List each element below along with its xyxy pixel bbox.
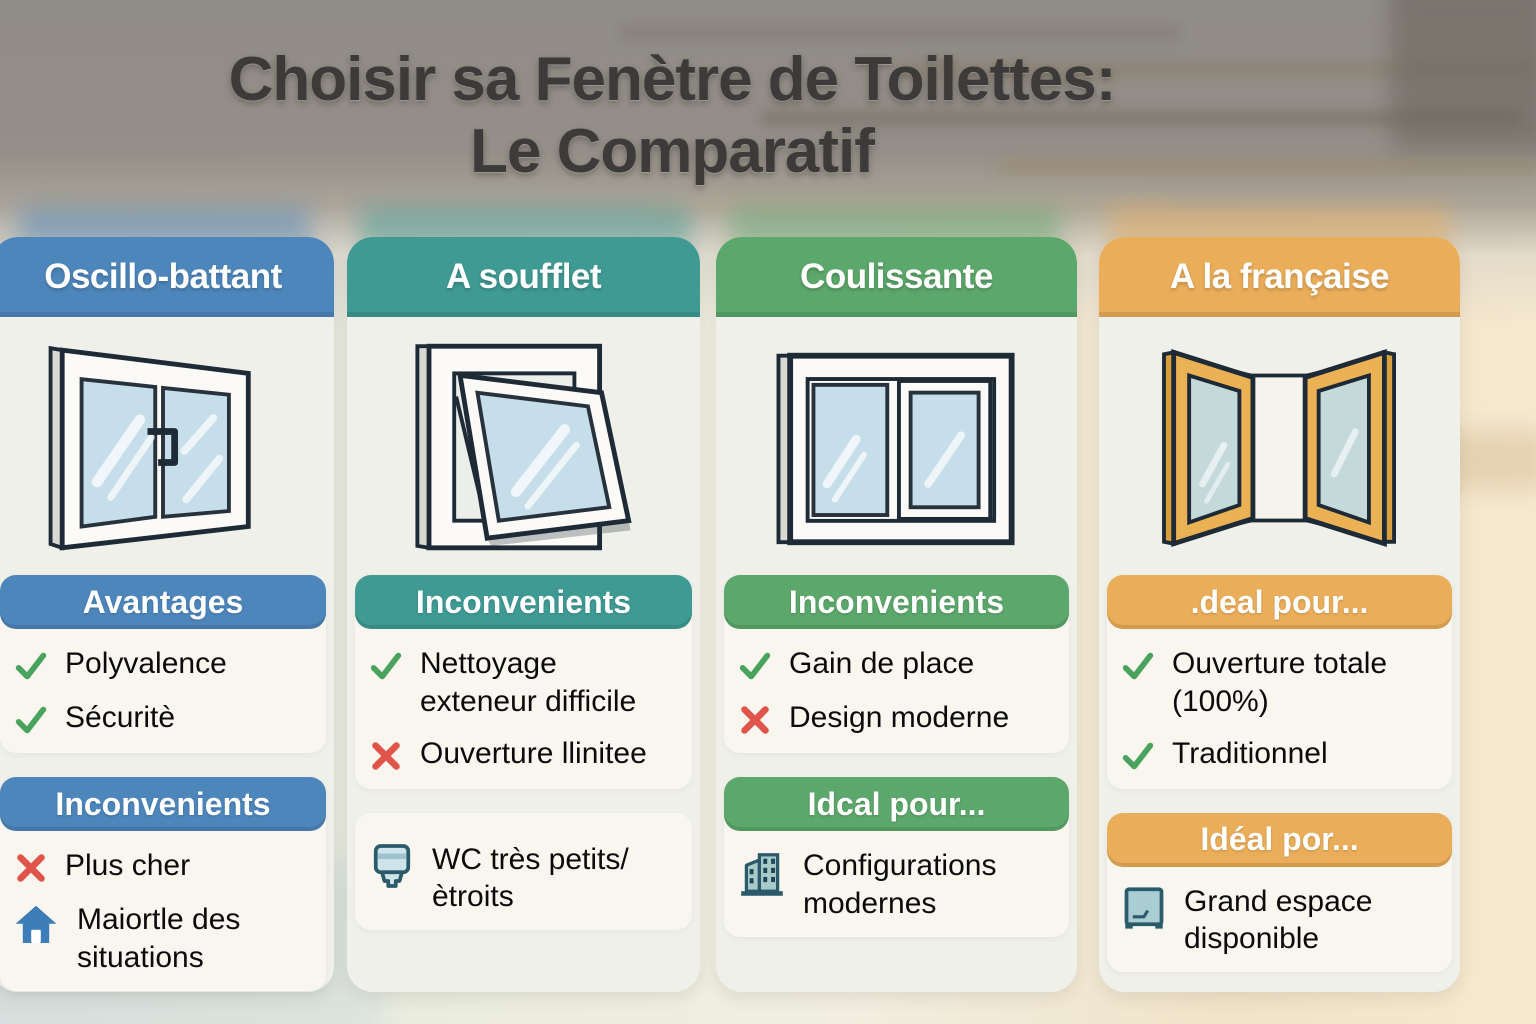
section-heading: Inconvenients — [724, 575, 1069, 629]
check-icon — [12, 647, 50, 685]
item-text: Design moderne — [789, 701, 1010, 734]
section-heading: Inconvenients — [355, 575, 692, 629]
ideal-for-panel: Idcal pour... Configurations modernes — [724, 777, 1069, 937]
background-blob — [1390, 0, 1536, 150]
cross-icon — [367, 737, 405, 775]
item-text: Grand espace disponible — [1184, 884, 1373, 956]
check-icon — [736, 647, 774, 685]
section-heading: Inconvenients — [0, 777, 326, 831]
page-title-line1: Choisir sa Fenètre de Toilettes: — [228, 45, 1117, 114]
item-text: Configurations modernes — [803, 849, 997, 920]
cross-icon — [12, 849, 50, 887]
column-title: Oscillo-battant — [44, 257, 282, 296]
list-item: Configurations modernes — [724, 835, 1069, 925]
column-header: Oscillo-battant — [0, 237, 334, 317]
item-text: Plus cher — [65, 849, 191, 882]
background-streak — [900, 60, 1536, 78]
list-item: Polyvalence — [0, 633, 326, 687]
disadvantages-panel: Inconvenients Plus cher Maiortle des sit… — [0, 777, 326, 991]
list-item: Ouverture llinitee — [355, 723, 692, 777]
column-title: A soufflet — [445, 257, 602, 296]
section-heading: .deal pour... — [1107, 575, 1452, 629]
column-title: A la française — [1169, 257, 1390, 296]
item-text: Nettoyage exteneur difficile — [420, 647, 637, 718]
list-item: WC très petits/ètroits — [355, 829, 692, 919]
background-streak — [760, 110, 1520, 126]
section-heading: Idéal por... — [1107, 812, 1452, 867]
awning-window-illustration — [353, 329, 694, 567]
item-text: Gain de place — [789, 647, 975, 680]
item-text: Traditionnel — [1172, 736, 1328, 770]
check-icon — [1119, 647, 1157, 685]
column-card-oscillo-battant: Oscillo-battant Avantages Polyvalen — [0, 237, 334, 992]
cross-icon — [736, 701, 774, 739]
ideal-for-panel-2: Idéal por... Grand espace disponible — [1107, 812, 1452, 973]
section-heading: Idcal pour... — [724, 777, 1069, 831]
ideal-for-panel: .deal pour... Ouverture totale (100%) Tr… — [1107, 575, 1452, 789]
sliding-window-svg — [776, 352, 1015, 546]
advantages-panel: Avantages Polyvalence Sécuritè — [0, 575, 326, 753]
tilt-turn-window-svg — [48, 345, 251, 551]
column-title: Coulissante — [800, 257, 993, 296]
list-item: Sécuritè — [0, 687, 326, 741]
disadvantages-panel: Inconvenients Gain de place Design moder… — [724, 575, 1069, 753]
column-card-coulissante: Coulissante Inconvenients Gain de p — [716, 237, 1077, 992]
ideal-for-panel: WC très petits/ètroits — [355, 812, 692, 931]
item-text: Ouverture totale (100%) — [1172, 647, 1388, 718]
list-item: Plus cher — [0, 835, 326, 889]
disadvantages-panel: Inconvenients Nettoyage exteneur diffici… — [355, 575, 692, 789]
list-item: Gain de place — [724, 633, 1069, 687]
awning-window-svg — [414, 343, 632, 551]
background-streak — [620, 25, 1180, 41]
house-icon — [12, 901, 62, 951]
french-window-svg — [1161, 348, 1396, 548]
sliding-window-illustration — [722, 329, 1071, 567]
column-header: A soufflet — [347, 237, 700, 317]
check-icon — [367, 647, 405, 685]
window-icon — [1119, 883, 1169, 933]
item-text: Ouverture llinitee — [420, 736, 647, 770]
building-icon — [736, 847, 788, 897]
item-text: Polyvalence — [65, 647, 227, 680]
list-item: Design moderne — [724, 687, 1069, 741]
toilet-icon — [367, 841, 417, 891]
item-text: WC très petits/ètroits — [432, 842, 629, 914]
page-title-line2: Le Comparatif — [470, 117, 875, 186]
column-header: Coulissante — [716, 237, 1077, 317]
french-window-illustration — [1105, 329, 1454, 567]
list-item: Maiortle des situations — [0, 889, 326, 979]
list-item: Grand espace disponible — [1107, 871, 1452, 961]
check-icon — [1119, 737, 1157, 775]
check-icon — [12, 701, 50, 739]
item-text: Maiortle des situations — [77, 903, 241, 974]
section-heading: Avantages — [0, 575, 326, 629]
background-streak — [1000, 160, 1536, 174]
item-text: Sécuritè — [65, 701, 176, 734]
list-item: Nettoyage exteneur difficile — [355, 633, 692, 723]
tilt-turn-window-illustration — [0, 329, 328, 567]
column-header: A la française — [1099, 237, 1460, 317]
list-item: Traditionnel — [1107, 723, 1452, 777]
page-title: Choisir sa Fenètre de Toilettes: Le Comp… — [0, 44, 1344, 188]
column-card-a-soufflet: A soufflet Inconvenients Nettoyage — [347, 237, 700, 992]
column-card-a-la-francaise: A la française .deal pour... — [1099, 237, 1460, 992]
list-item: Ouverture totale (100%) — [1107, 633, 1452, 723]
